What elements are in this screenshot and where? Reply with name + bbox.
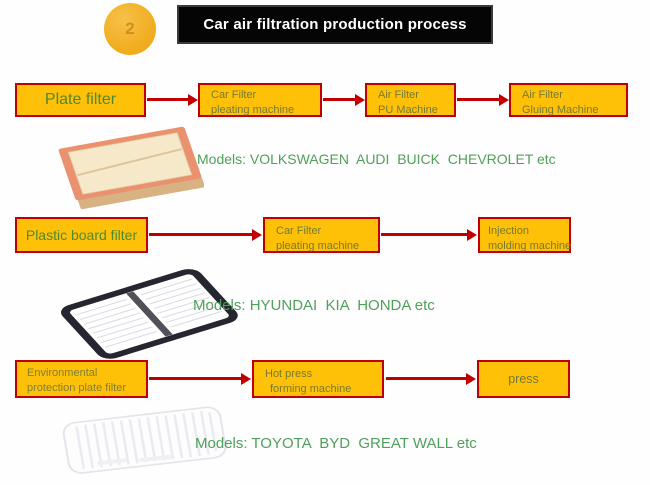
flow-box-car-filter-pleating-machine-1: Car Filter pleating machine [198,83,322,117]
flow-box-line: Gluing Machine [522,103,599,116]
flow-box-line: Air Filter [378,89,419,101]
flow-box-label: Plate filter [44,91,117,108]
flow-box-hot-press-forming-machine: Hot press forming machine [252,360,384,398]
plate-filter-photo [58,126,204,209]
flow-box-line: Car Filter [211,89,257,101]
models-caption-row2: Models: HYUNDAI KIA HONDA etc [193,297,435,314]
flow-box-line: Environmental [27,367,98,379]
flow-box-line: forming machine [270,382,352,395]
flow-box-injection-molding-machine: Injection molding machine [478,217,571,253]
flow-arrow [457,98,499,101]
step-number-badge: 2 [104,3,156,55]
flow-arrow [381,233,467,236]
flow-box-press: press [477,360,570,398]
flow-box-car-filter-pleating-machine-2: Car Filter pleating machine [263,217,380,253]
models-caption-row1: Models: VOLKSWAGEN AUDI BUICK CHEVROLET … [197,151,556,167]
flow-box-air-filter-gluing-machine: Air Filter Gluing Machine [509,83,628,117]
flow-box-line: protection plate filter [27,381,127,394]
flow-box-label: Plastic board filter [25,227,138,243]
plastic-board-filter-photo [61,269,238,359]
flow-box-line: pleating machine [211,103,295,116]
flow-box-line: molding machine [488,239,572,252]
flow-box-line: Hot press [265,368,313,380]
flow-box-line: Injection [488,225,529,237]
title-bar: Car air filtration production process [177,5,493,44]
flow-box-line: Car Filter [276,225,322,237]
flow-box-plastic-board-filter: Plastic board filter [15,217,148,253]
flow-box-line: PU Machine [378,103,438,116]
flow-box-label: press [508,372,539,386]
flow-box-environmental-protection-plate-filter: Environmental protection plate filter [15,360,148,398]
flow-arrow [386,377,466,380]
flow-box-line: Air Filter [522,89,563,101]
flow-arrow [149,377,241,380]
flow-box-line: pleating machine [276,239,360,252]
flow-box-air-filter-pu-machine: Air Filter PU Machine [365,83,456,117]
flow-box-plate-filter: Plate filter [15,83,146,117]
models-caption-row3: Models: TOYOTA BYD GREAT WALL etc [195,435,477,452]
step-number: 2 [125,19,135,38]
flow-arrow [147,98,188,101]
flow-arrow [323,98,355,101]
flow-arrow [149,233,252,236]
page-title: Car air filtration production process [203,16,467,33]
eco-plate-filter-photo [62,406,227,474]
